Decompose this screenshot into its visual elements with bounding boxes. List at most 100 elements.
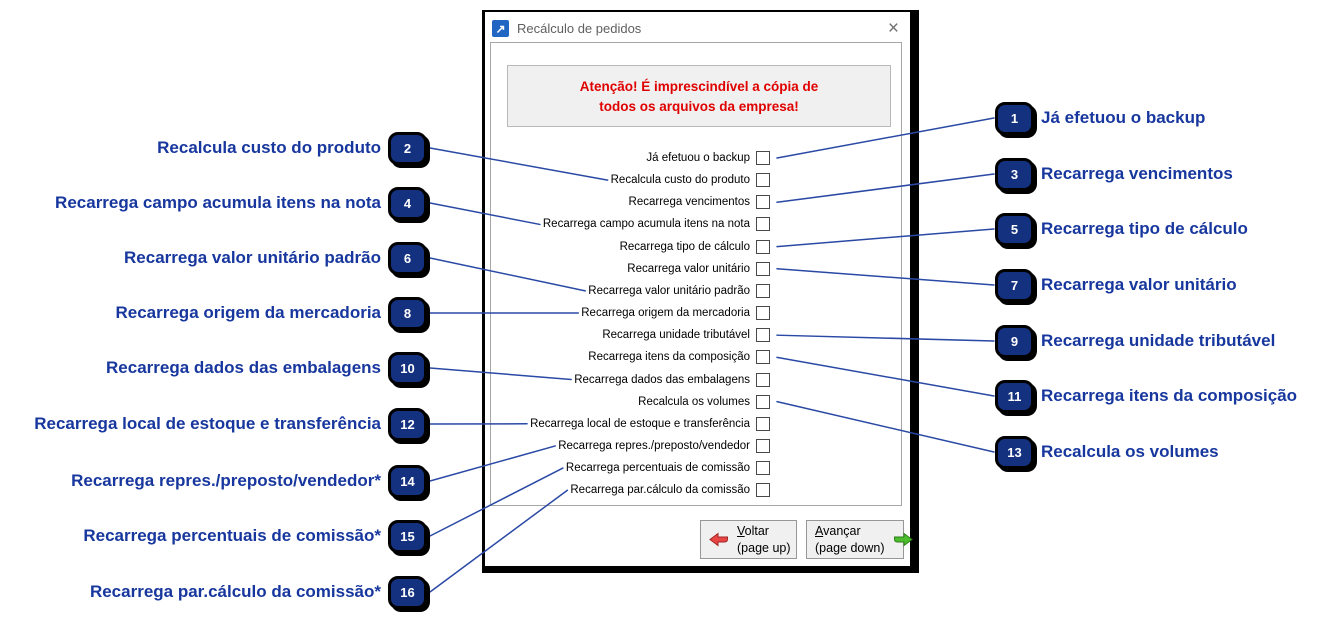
annotation-number-badge: 15 — [388, 519, 427, 553]
checkbox-row: Recarrega tipo de cálculo — [491, 236, 901, 258]
annotation-number-badge: 16 — [388, 575, 427, 609]
checkbox-label: Recarrega local de estoque e transferênc… — [530, 417, 750, 430]
annotation-label: Recarrega par.cálculo da comissão* — [89, 582, 381, 601]
checkbox-label: Já efetuou o backup — [646, 152, 750, 164]
red-left-arrow-icon — [709, 532, 729, 547]
annotation-label: Recarrega valor unitário — [1041, 275, 1237, 294]
annotation-callout: Recarrega itens da composição 11 — [995, 376, 1297, 416]
dialog-recalculo-de-pedidos: ↗ Recálculo de pedidos × Atenção! É impr… — [482, 10, 919, 573]
voltar-label: Voltar — [737, 524, 769, 539]
annotation-number: 14 — [400, 473, 415, 489]
avancar-sublabel: (page down) — [815, 540, 885, 555]
annotation-label: Recarrega itens da composição — [1041, 386, 1298, 405]
annotation-number-badge: 9 — [995, 324, 1034, 358]
annotation-number-badge: 3 — [995, 157, 1034, 191]
annotation-number-badge: 2 — [388, 131, 427, 165]
close-icon[interactable]: × — [887, 18, 899, 39]
checkbox[interactable] — [756, 438, 770, 453]
annotation-label: Já efetuou o backup — [1041, 108, 1206, 127]
annotation-number-badge: 4 — [388, 186, 427, 220]
checkbox[interactable] — [756, 239, 770, 254]
dialog-title: Recálculo de pedidos — [517, 21, 642, 36]
checkbox-row: Já efetuou o backup — [491, 147, 901, 169]
annotation-callout: Recarrega vencimentos 3 — [995, 154, 1233, 194]
checkbox-row: Recarrega vencimentos — [491, 191, 901, 213]
annotation-number: 9 — [1010, 333, 1019, 349]
checkbox-row: Recalcula os volumes — [491, 391, 901, 413]
checkbox-row: Recarrega local de estoque e transferênc… — [491, 413, 901, 435]
checkbox-label: Recarrega valor unitário padrão — [588, 284, 750, 297]
checkbox[interactable] — [756, 350, 770, 365]
annotation-label: Recalcula os volumes — [1041, 442, 1219, 461]
annotation-callout: Recarrega dados das embalagens 10 — [106, 348, 427, 388]
checkbox[interactable] — [756, 416, 770, 431]
checkbox-label: Recalcula custo do produto — [610, 174, 750, 187]
warning-text-line1: Atenção! É imprescindível a cópia de — [579, 78, 819, 94]
annotation-number-badge: 14 — [388, 464, 427, 498]
annotation-label: Recarrega repres./preposto/vendedor* — [71, 471, 381, 490]
annotation-callout: Recarrega local de estoque e transferênc… — [34, 404, 427, 444]
checkbox-row: Recarrega percentuais de comissão — [491, 457, 901, 479]
annotation-callout: Recarrega origem da mercadoria 8 — [115, 293, 427, 333]
warning-text-line2: todos os arquivos da empresa! — [599, 98, 799, 114]
annotation-label: Recarrega tipo de cálculo — [1041, 219, 1248, 238]
checkbox[interactable] — [756, 195, 770, 210]
annotation-number: 2 — [403, 140, 412, 156]
annotation-number-badge: 11 — [995, 379, 1034, 413]
voltar-button-text: Voltar (page up) — [737, 523, 791, 556]
annotation-callout: Recalcula custo do produto 2 — [157, 128, 427, 168]
checkbox-label: Recarrega vencimentos — [628, 196, 750, 209]
annotation-callout: Já efetuou o backup 1 — [995, 98, 1205, 138]
annotation-number-badge: 12 — [388, 407, 427, 441]
checkbox[interactable] — [756, 372, 770, 387]
annotation-number: 12 — [400, 416, 415, 432]
app-icon: ↗ — [492, 20, 509, 37]
annotation-callout: Recarrega unidade tributável 9 — [995, 321, 1275, 361]
dialog-titlebar: ↗ Recálculo de pedidos × — [485, 12, 910, 42]
annotation-number: 8 — [403, 305, 412, 321]
checkbox[interactable] — [756, 261, 770, 276]
checkbox-row: Recarrega origem da mercadoria — [491, 302, 901, 324]
annotation-label: Recarrega dados das embalagens — [106, 358, 381, 377]
checkbox[interactable] — [756, 217, 770, 232]
checkbox[interactable] — [756, 151, 770, 165]
checkbox-row: Recarrega unidade tributável — [491, 324, 901, 346]
annotation-label: Recarrega origem da mercadoria — [115, 303, 381, 322]
checkbox[interactable] — [756, 306, 770, 321]
checkbox[interactable] — [756, 328, 770, 343]
checkbox-row: Recarrega dados das embalagens — [491, 369, 901, 391]
annotation-number: 4 — [403, 195, 412, 211]
annotation-label: Recarrega campo acumula itens na nota — [55, 193, 381, 212]
app-icon-glyph: ↗ — [495, 21, 506, 36]
checkbox[interactable] — [756, 483, 770, 498]
annotation-callout: Recarrega percentuais de comissão* 15 — [83, 516, 427, 556]
annotation-number: 1 — [1010, 110, 1019, 126]
annotation-number-badge: 8 — [388, 296, 427, 330]
annotation-number: 6 — [403, 250, 412, 266]
avancar-button-text: Avançar (page down) — [815, 523, 885, 556]
checkbox[interactable] — [756, 461, 770, 476]
checkbox-row: Recarrega repres./preposto/vendedor — [491, 435, 901, 457]
annotation-number: 7 — [1010, 277, 1019, 293]
annotation-number: 15 — [400, 528, 415, 544]
checkbox[interactable] — [756, 173, 770, 188]
warning-box: Atenção! É imprescindível a cópia de tod… — [507, 65, 891, 127]
annotation-number: 16 — [400, 584, 415, 600]
checkbox-label: Recarrega tipo de cálculo — [619, 240, 750, 253]
voltar-sublabel: (page up) — [737, 540, 791, 555]
annotation-label: Recarrega percentuais de comissão* — [83, 526, 381, 545]
annotation-number: 5 — [1010, 221, 1019, 237]
annotation-callout: Recarrega par.cálculo da comissão* 16 — [90, 572, 427, 612]
checkbox[interactable] — [756, 394, 770, 409]
annotation-callout: Recarrega valor unitário 7 — [995, 265, 1237, 305]
annotation-label: Recarrega vencimentos — [1041, 164, 1233, 183]
checkbox[interactable] — [756, 283, 770, 298]
annotation-callout: Recarrega repres./preposto/vendedor* 14 — [71, 461, 427, 501]
checkbox-label: Recarrega percentuais de comissão — [565, 462, 750, 475]
avancar-button[interactable]: Avançar (page down) — [806, 520, 913, 559]
checkbox-label: Recarrega dados das embalagens — [574, 373, 750, 386]
checkbox-row: Recarrega valor unitário — [491, 258, 901, 280]
checkbox-label: Recarrega par.cálculo da comissão — [570, 484, 750, 497]
voltar-button[interactable]: Voltar (page up) — [700, 520, 797, 559]
